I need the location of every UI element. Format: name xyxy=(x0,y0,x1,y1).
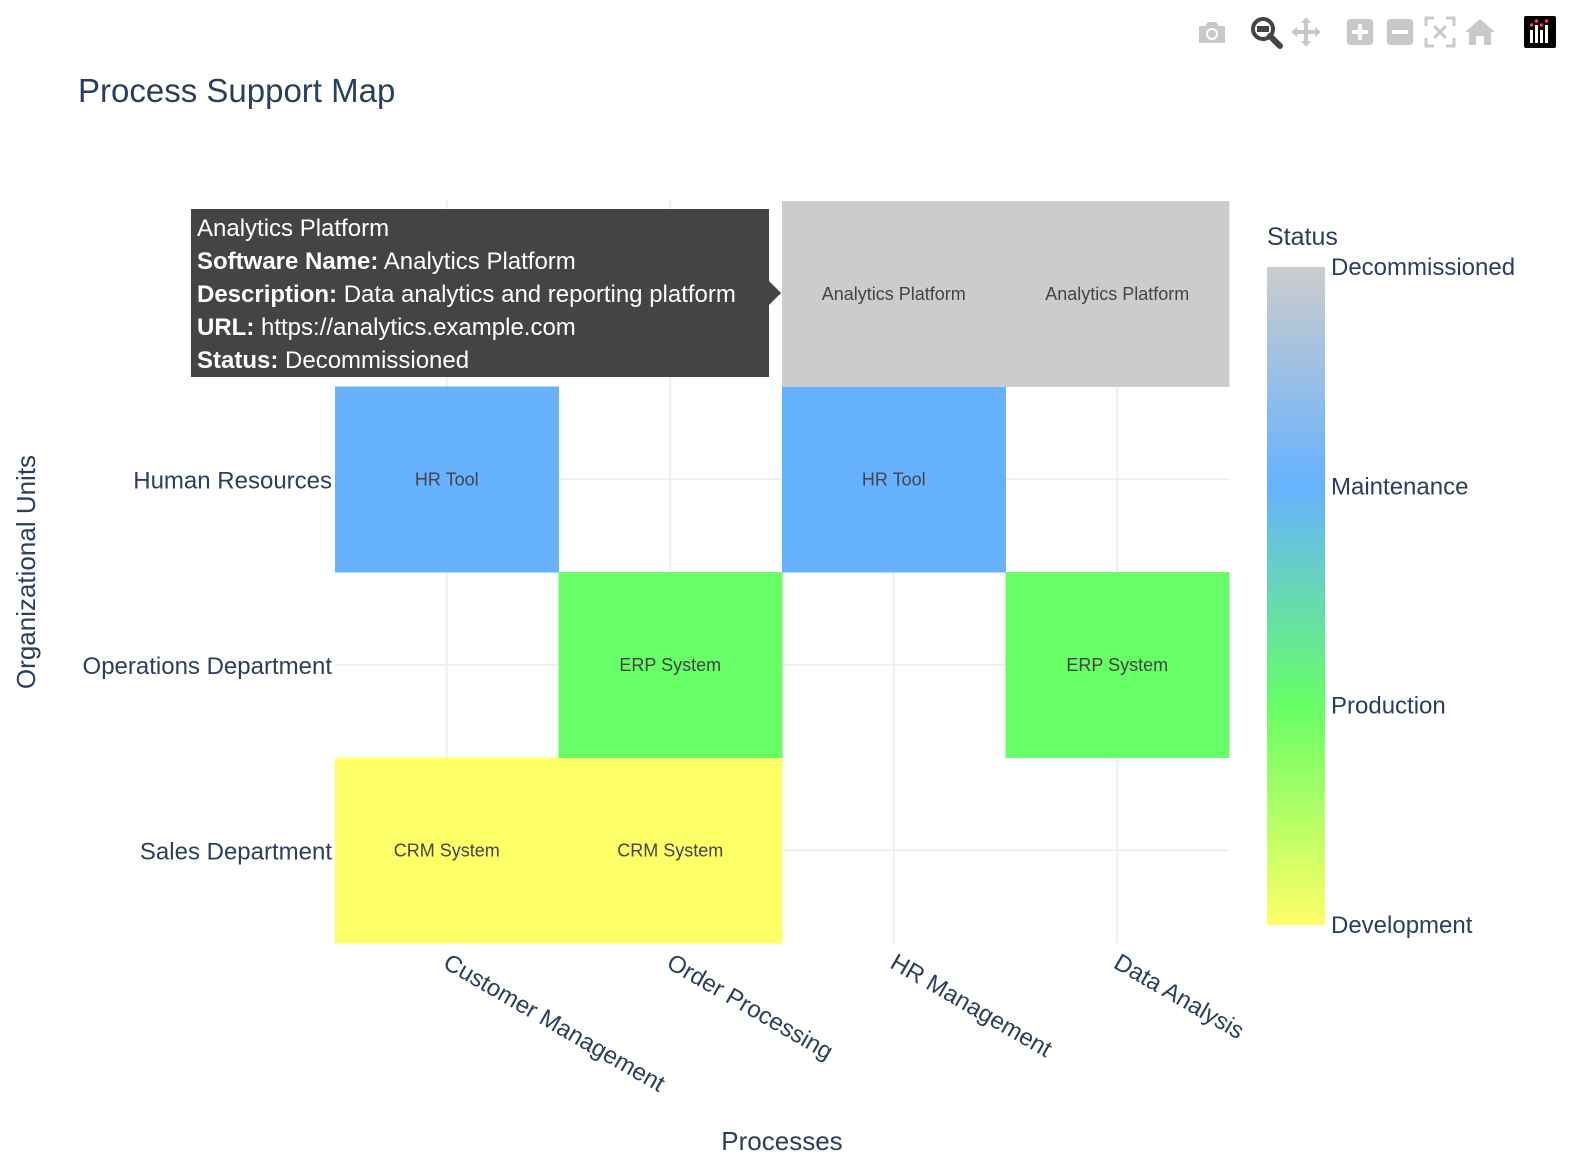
heatmap-cell[interactable] xyxy=(558,757,783,944)
tooltip-description-label: Description: xyxy=(197,281,338,308)
x-tick-label: Data Analysis xyxy=(1109,949,1248,1045)
x-tick-label: Order Processing xyxy=(662,949,837,1066)
cell-label: CRM System xyxy=(617,840,723,860)
camera-icon[interactable] xyxy=(1192,12,1232,52)
tooltip-url-label: URL: xyxy=(197,314,255,341)
heatmap-cells[interactable]: CRM System CRM System ERP System ERP System… xyxy=(335,201,1230,944)
colorbar-ticks: Development Production Maintenance Decommis… xyxy=(1331,254,1515,939)
heatmap-cell[interactable] xyxy=(782,201,1006,387)
chart-title: Process Support Map xyxy=(78,72,395,109)
heatmap-cell[interactable] xyxy=(1005,572,1230,758)
colorbar-title: Status xyxy=(1267,223,1338,251)
tooltip-status-value: Decommissioned xyxy=(285,347,470,374)
y-axis-ticks: Sales Department Operations Department Hum… xyxy=(83,467,333,865)
zoom-in-icon[interactable] xyxy=(1340,12,1380,52)
tooltip-url-value: https://analytics.example.com xyxy=(261,314,576,341)
cell-label: Analytics Platform xyxy=(1045,284,1189,304)
zoom-icon[interactable] xyxy=(1246,12,1286,52)
plotly-logo-icon[interactable] xyxy=(1520,12,1560,52)
tooltip-description-value: Data analytics and reporting platform xyxy=(343,281,736,308)
tooltip-url-row: URL: https://analytics.example.com xyxy=(197,311,763,344)
y-tick-label: Human Resources xyxy=(133,467,332,494)
cell-label: HR Tool xyxy=(415,469,479,489)
zoom-out-icon[interactable] xyxy=(1380,12,1420,52)
tooltip-software-label: Software Name: xyxy=(197,248,379,275)
autoscale-icon[interactable] xyxy=(1420,12,1460,52)
tooltip-title: Analytics Platform xyxy=(197,215,390,242)
y-tick-label: Operations Department xyxy=(83,653,333,680)
heatmap-cell[interactable] xyxy=(782,386,1006,573)
colorbar xyxy=(1267,267,1325,925)
heatmap-cell[interactable] xyxy=(335,386,559,573)
colorbar-tick-label: Production xyxy=(1331,693,1446,720)
hover-tooltip: Analytics Platform Software Name: Analyt… xyxy=(191,209,769,377)
tooltip-status-row: Status: Decommissioned xyxy=(197,344,763,377)
heatmap-cell[interactable] xyxy=(1005,201,1230,387)
colorbar-tick-label: Decommissioned xyxy=(1331,254,1515,281)
colorbar-tick-label: Maintenance xyxy=(1331,473,1468,500)
y-tick-label: Sales Department xyxy=(140,838,332,865)
heatmap-cell[interactable] xyxy=(335,757,559,944)
tooltip-software-value: Analytics Platform xyxy=(383,248,576,275)
cell-label: CRM System xyxy=(394,840,500,860)
colorbar-tick-label: Development xyxy=(1331,912,1473,939)
cell-label: ERP System xyxy=(1066,655,1168,675)
tooltip-software-row: Software Name: Analytics Platform xyxy=(197,245,763,278)
reset-axes-icon[interactable] xyxy=(1460,12,1500,52)
cell-label: ERP System xyxy=(619,655,721,675)
pan-icon[interactable] xyxy=(1286,12,1326,52)
modebar xyxy=(1192,12,1560,52)
y-axis-title: Organizational Units xyxy=(11,455,41,689)
x-tick-label: Customer Management xyxy=(439,949,670,1098)
tooltip-arrow xyxy=(769,281,781,305)
x-tick-label: HR Management xyxy=(886,949,1057,1063)
cell-label: HR Tool xyxy=(862,469,926,489)
tooltip-status-label: Status: xyxy=(197,347,279,374)
heatmap-cell[interactable] xyxy=(558,572,783,758)
x-axis-title: Processes xyxy=(721,1126,842,1156)
tooltip-description-row: Description: Data analytics and reportin… xyxy=(197,278,763,311)
cell-label: Analytics Platform xyxy=(822,284,966,304)
